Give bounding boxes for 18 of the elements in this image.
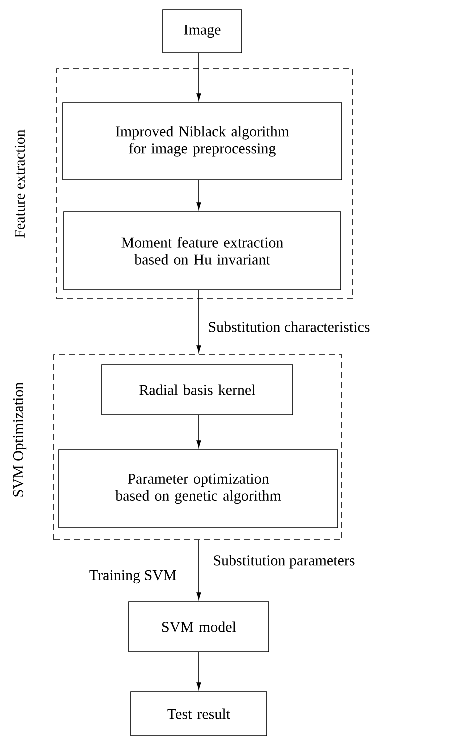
arrow	[196, 652, 202, 690]
arrow	[196, 290, 202, 353]
process-box: Parameter optimization based on genetic algorithm	[58, 450, 338, 528]
arrow	[196, 180, 202, 210]
process-box: Improved Niblack algorithm for image preprocessing	[62, 102, 342, 180]
process-box: SVM model	[128, 602, 270, 652]
text-label: Training SVM	[90, 570, 176, 584]
group-label: Feature extraction	[14, 130, 26, 238]
arrow	[196, 53, 202, 101]
process-box: Test result	[130, 692, 268, 736]
process-box: Moment feature extraction based on Hu invariant	[64, 212, 342, 290]
process-box: Radial basis kernel	[102, 364, 294, 416]
process-box: Image	[162, 10, 242, 54]
arrow	[196, 540, 202, 600]
group-label: SVM Optimization	[13, 382, 27, 497]
edge-label: Substitution parameters	[212, 554, 356, 570]
arrow	[196, 415, 202, 448]
edge-label: Substitution characteristics	[207, 320, 372, 334]
